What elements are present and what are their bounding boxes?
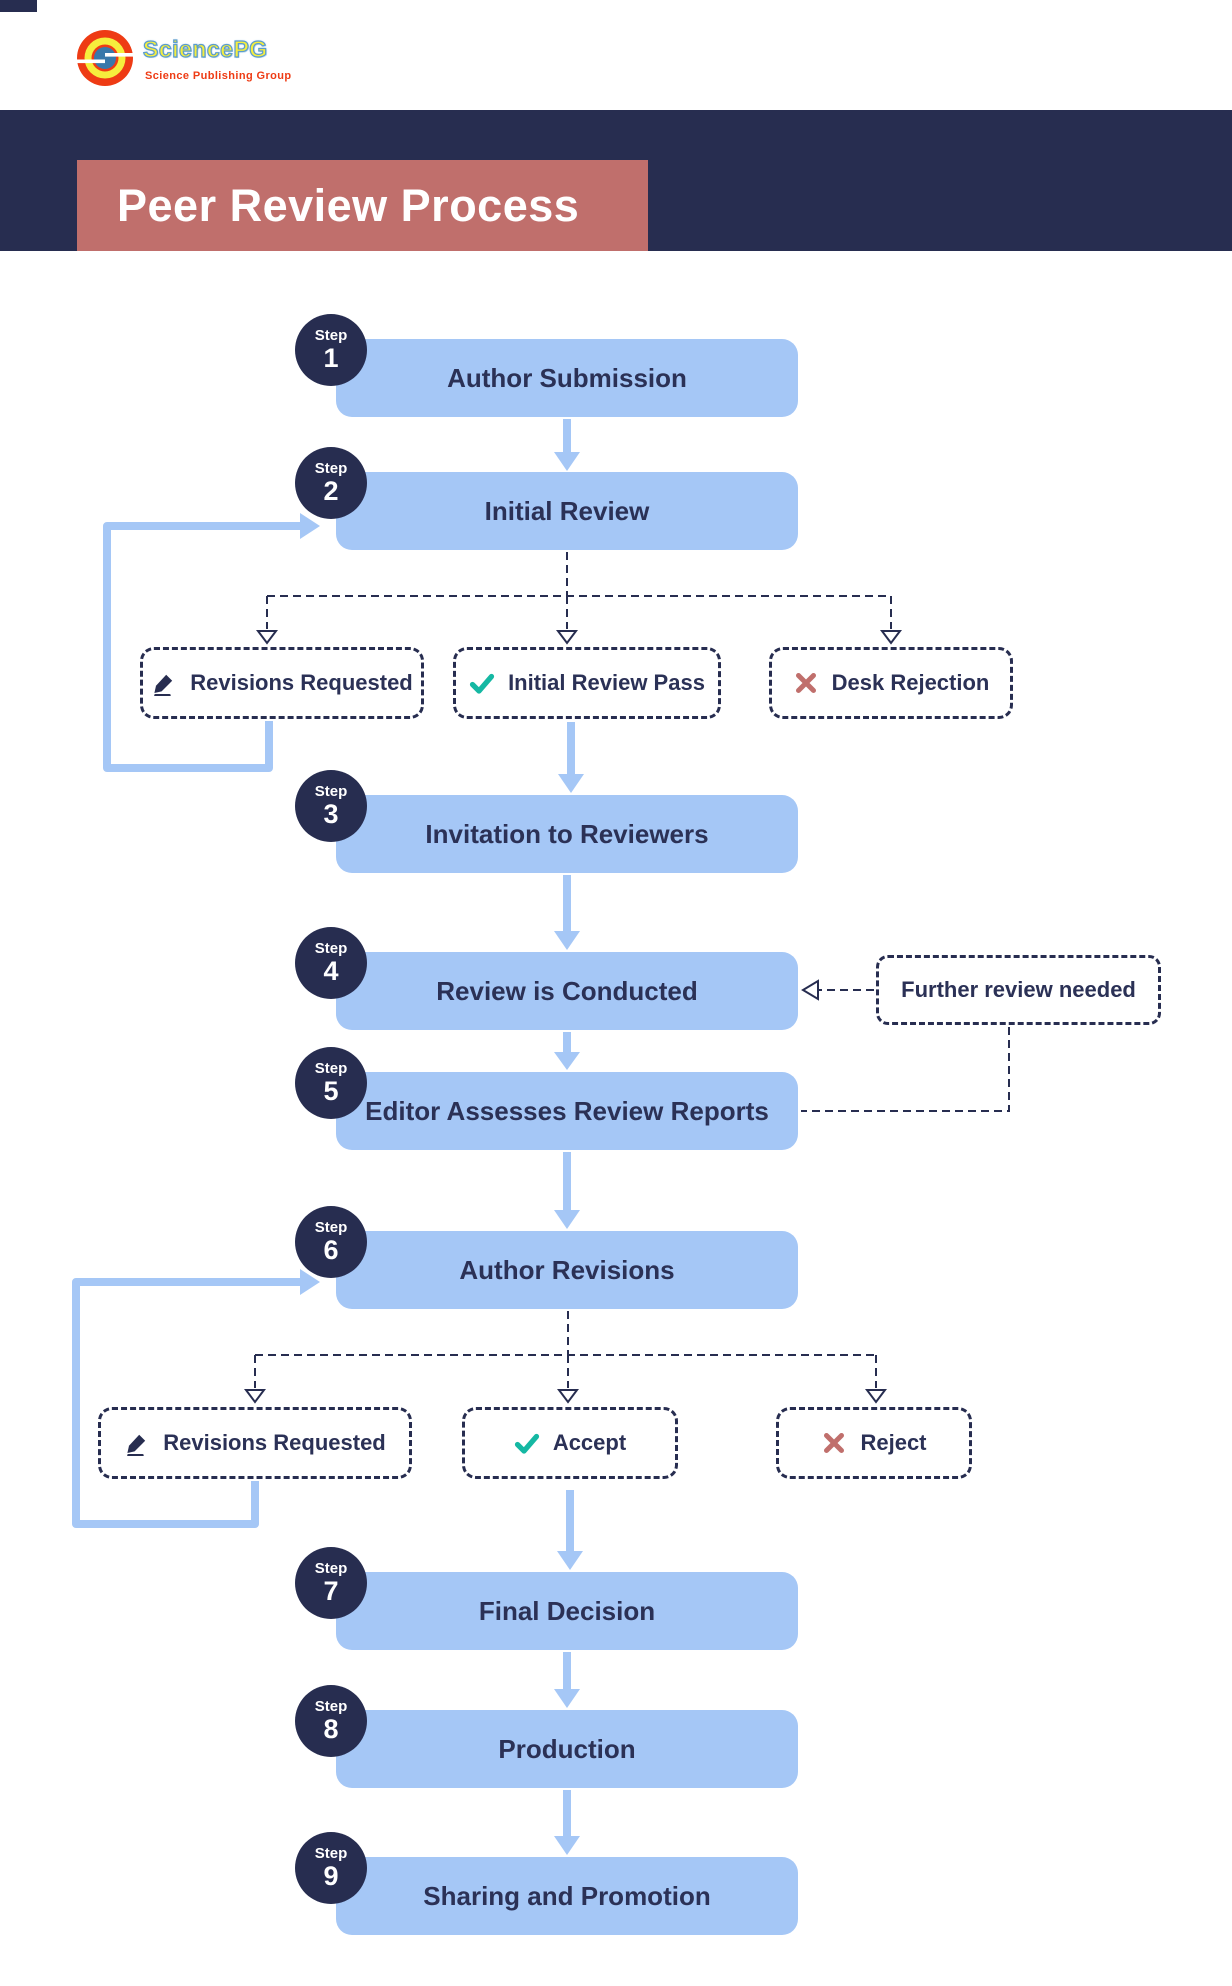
branch-label: Accept [552,1430,627,1455]
step-node-production: Production [336,1710,798,1788]
dashed-step5-to-note [801,1027,1010,1112]
branch-label: Revisions Requested [163,1430,386,1455]
branch-initial-review-pass: Initial Review Pass [453,647,721,719]
arrow-step4-to-step5 [554,1032,580,1070]
x-icon [824,1433,845,1453]
branch-label: Revisions Requested [190,670,413,695]
branch-label: Desk Rejection [831,670,990,695]
check-icon [469,673,495,694]
logo-wordmark: SciencePG [142,35,268,62]
arrow-step3-to-step4 [554,875,580,950]
check-icon [514,1433,539,1454]
title-banner: Peer Review Process [77,160,648,251]
branch-accept: Accept [462,1407,678,1479]
arrow-step8-to-step9 [554,1790,580,1855]
top-left-notch [0,0,37,12]
step-node-author-submission: Author Submission [336,339,798,417]
branch-desk-rejection: Desk Rejection [769,647,1013,719]
further-review-needed-note: Further review needed [876,955,1161,1025]
arrow-accept-to-step7 [557,1490,583,1570]
pencil-icon [127,1434,146,1456]
arrow-step7-to-step8 [554,1652,580,1708]
branch-reject: Reject [776,1407,972,1479]
logo-subtitle: Science Publishing Group [145,70,292,82]
step-node-author-revisions: Author Revisions [336,1231,798,1309]
page-title: Peer Review Process [117,179,580,231]
note-label: Further review needed [901,977,1136,1002]
dashed-split-author-revisions [244,1311,887,1404]
branch-label: Reject [860,1430,927,1455]
branch-revisions-requested-1: Revisions Requested [140,647,424,719]
step-node-initial-review: Initial Review [336,472,798,550]
step-node-invitation-to-reviewers: Invitation to Reviewers [336,795,798,873]
x-icon [795,673,816,693]
sciencepg-logo-icon [76,30,134,86]
step-node-final-decision: Final Decision [336,1572,798,1650]
dashed-split-initial-review [256,552,902,645]
loop-revisions2-to-author-revisions [72,1269,320,1528]
step-node-sharing-and-promotion: Sharing and Promotion [336,1857,798,1935]
pencil-icon [154,674,173,696]
branch-revisions-requested-2: Revisions Requested [98,1407,412,1479]
branch-label: Initial Review Pass [508,670,705,695]
arrow-initial-review-pass-to-step3 [558,722,584,793]
loop-revisions1-to-initial-review [103,513,320,772]
step-node-review-is-conducted: Review is Conducted [336,952,798,1030]
dashed-note-to-step4 [801,979,874,1001]
step-node-editor-assesses-review-reports: Editor Assesses Review Reports [336,1072,798,1150]
arrow-step1-to-step2 [554,419,580,471]
arrow-step5-to-step6 [554,1152,580,1229]
